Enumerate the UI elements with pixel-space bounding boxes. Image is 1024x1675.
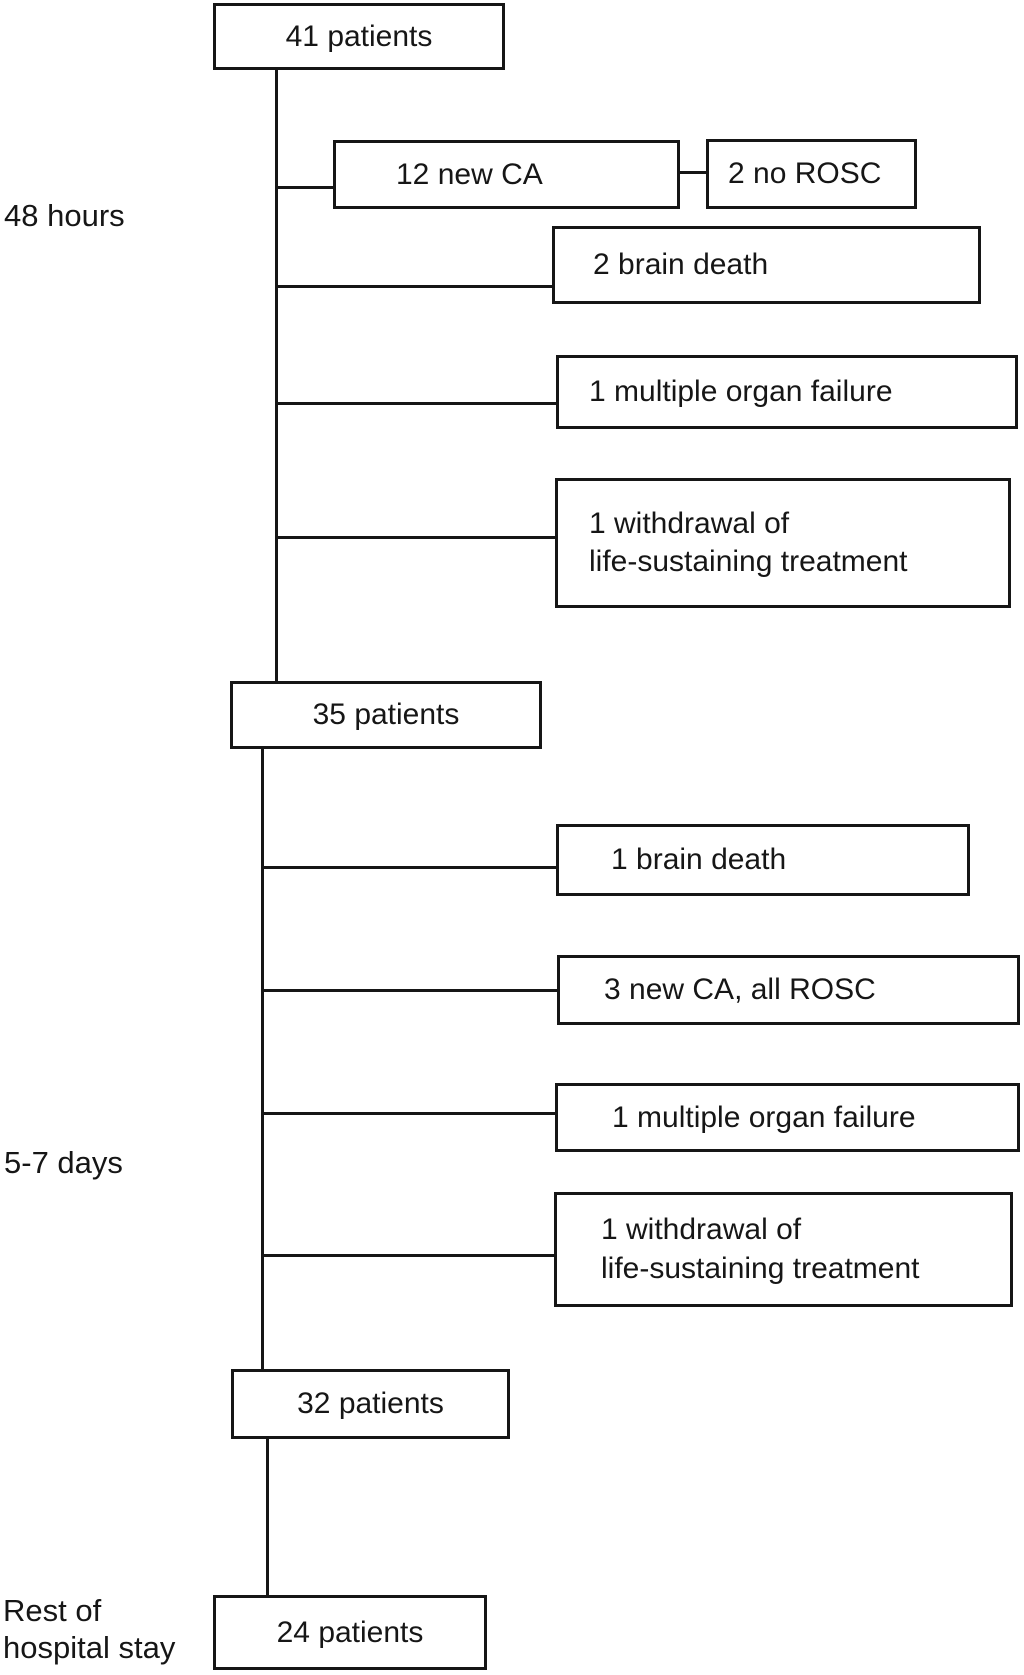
node-multiple-organ-failure-2-label: 1 multiple organ failure: [612, 1100, 916, 1134]
node-3-new-ca: 3 new CA, all ROSC: [557, 955, 1020, 1025]
node-2-brain-death: 2 brain death: [552, 226, 981, 304]
connector-mof-1: [275, 402, 558, 405]
connector-1-brain-death: [261, 866, 558, 869]
node-12-new-ca-label: 12 new CA: [396, 157, 543, 191]
node-2-no-rosc: 2 no ROSC: [706, 139, 917, 209]
connector-2-brain-death: [275, 285, 554, 288]
node-3-new-ca-label: 3 new CA, all ROSC: [604, 973, 876, 1006]
node-withdrawal-1: 1 withdrawal of life-sustaining treatmen…: [555, 478, 1011, 608]
node-24-patients: 24 patients: [213, 1595, 487, 1670]
node-multiple-organ-failure-1: 1 multiple organ failure: [556, 355, 1018, 429]
node-withdrawal-2-line1: 1 withdrawal of: [601, 1213, 802, 1247]
node-12-new-ca: 12 new CA: [333, 140, 680, 209]
stage-label-48-hours: 48 hours: [4, 198, 125, 235]
connector-12-new-ca: [275, 186, 335, 189]
connector-withdrawal-1: [275, 536, 557, 539]
node-2-brain-death-label: 2 brain death: [593, 248, 769, 281]
node-35-patients-label: 35 patients: [312, 698, 460, 731]
stage-label-rest-line1: Rest of: [3, 1593, 102, 1628]
connector-withdrawal-2: [261, 1254, 556, 1257]
trunk-line-stage1: [275, 70, 278, 681]
node-1-brain-death: 1 brain death: [556, 824, 970, 896]
node-1-brain-death-label: 1 brain death: [611, 843, 787, 876]
node-41-patients-label: 41 patients: [285, 19, 433, 53]
node-multiple-organ-failure-1-label: 1 multiple organ failure: [589, 375, 893, 408]
connector-mof-2: [261, 1112, 557, 1115]
node-withdrawal-1-line2: life-sustaining treatment: [589, 545, 908, 578]
node-41-patients: 41 patients: [213, 3, 505, 70]
node-2-no-rosc-label: 2 no ROSC: [728, 157, 882, 190]
connector-3-new-ca: [261, 989, 559, 992]
stage-label-rest-line2: hospital stay: [3, 1629, 176, 1665]
node-24-patients-label: 24 patients: [276, 1615, 424, 1649]
stage-label-5-7-days: 5-7 days: [4, 1145, 123, 1182]
node-withdrawal-2: 1 withdrawal of life-sustaining treatmen…: [554, 1192, 1013, 1307]
node-32-patients: 32 patients: [231, 1369, 510, 1439]
trunk-line-stage2: [261, 749, 264, 1369]
stage-label-5-7-days-text: 5-7 days: [4, 1145, 123, 1180]
stage-label-rest-of-hospital-stay: Rest of hospital stay: [3, 1593, 175, 1666]
node-withdrawal-1-line1: 1 withdrawal of: [589, 506, 790, 540]
node-multiple-organ-failure-2: 1 multiple organ failure: [555, 1083, 1020, 1152]
connector-12ca-to-no-rosc: [680, 171, 708, 174]
node-32-patients-label: 32 patients: [297, 1387, 444, 1420]
trunk-line-stage3: [266, 1439, 269, 1595]
node-withdrawal-2-line2: life-sustaining treatment: [601, 1251, 920, 1285]
stage-label-48-hours-text: 48 hours: [4, 198, 125, 233]
node-35-patients: 35 patients: [230, 681, 542, 749]
